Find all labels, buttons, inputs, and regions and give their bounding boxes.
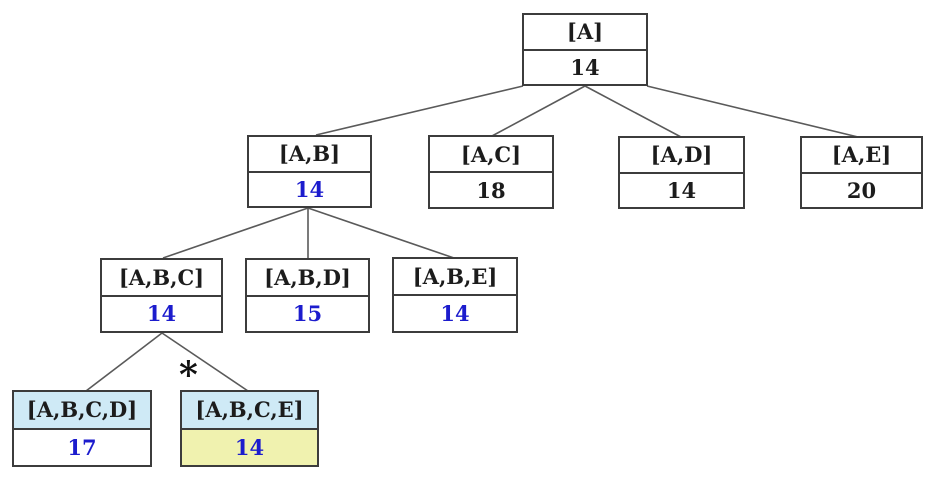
node-value: 14 [524,50,646,84]
node-label: [A,B,C,D] [14,392,150,430]
node-label: [A,B] [249,137,370,173]
node-value: 14 [249,172,370,206]
node-value: 14 [394,296,516,331]
asterisk-marker: * [179,354,198,396]
edge-abc-abcd [85,332,163,392]
node-value: 15 [247,296,368,331]
tree-node-abd: [A,B,D] 15 [245,258,370,333]
node-value: 17 [14,429,150,465]
tree-node-abc: [A,B,C] 14 [100,258,223,333]
tree-node-ac: [A,C] 18 [428,135,554,209]
tree-node-abe: [A,B,E] 14 [392,257,518,333]
edge-abc-abce [161,332,249,392]
node-label: [A,B,D] [247,260,368,297]
node-value: 14 [620,173,743,207]
node-value: 14 [182,429,317,465]
node-label: [A] [524,15,646,51]
tree-node-ad: [A,D] 14 [618,136,745,209]
tree-node-abce: [A,B,C,E] 14 [180,390,319,467]
edge-a-ab [315,85,524,136]
node-value: 14 [102,296,221,331]
node-value: 20 [802,173,921,207]
node-label: [A,D] [620,138,743,174]
tree-node-ab: [A,B] 14 [247,135,372,208]
edge-ab-abe [307,207,455,259]
edge-ab-abc [162,207,309,259]
tree-node-a: [A] 14 [522,13,648,86]
node-label: [A,B,C] [102,260,221,297]
edge-a-ad [584,85,682,138]
node-label: [A,E] [802,138,921,174]
tree-node-ae: [A,E] 20 [800,136,923,209]
edge-a-ac [491,85,586,137]
node-label: [A,B,E] [394,259,516,296]
edge-a-ae [646,85,859,138]
node-label: [A,B,C,E] [182,392,317,430]
tree-node-abcd: [A,B,C,D] 17 [12,390,152,467]
node-label: [A,C] [430,137,552,173]
node-value: 18 [430,173,552,207]
